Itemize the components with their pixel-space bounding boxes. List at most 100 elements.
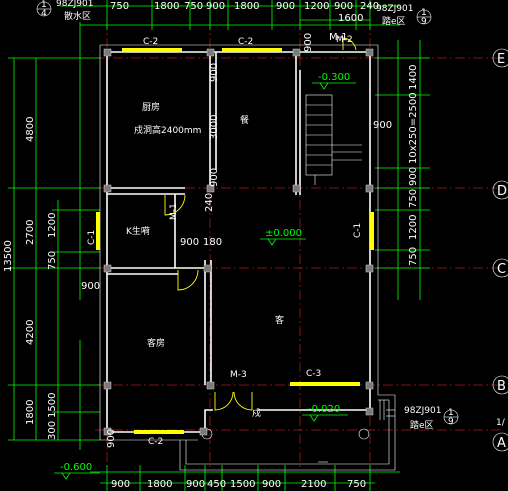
- svg-text:900: 900: [180, 237, 199, 248]
- level-entry: -0.020: [308, 404, 340, 415]
- window-label-c2-dining: C-2: [238, 37, 253, 47]
- left-dimension-texts: 4800 2700 4200 1800 13500 1200 750 1500 …: [3, 117, 58, 440]
- svg-text:1200: 1200: [304, 1, 329, 12]
- svg-text:900: 900: [186, 479, 205, 490]
- window-label-c2-bottom: C-2: [148, 437, 163, 447]
- window-label-c1-right: C-1: [353, 223, 363, 238]
- svg-text:900: 900: [111, 479, 130, 490]
- svg-text:900: 900: [81, 281, 100, 292]
- stair: [305, 94, 362, 185]
- svg-text:13500: 13500: [3, 240, 14, 272]
- svg-text:98ZJ901: 98ZJ901: [404, 406, 441, 416]
- svg-text:10x250=2500: 10x250=2500: [408, 92, 419, 164]
- detail-ref-top-left: 1 4 98ZJ901 散水区: [36, 0, 93, 22]
- svg-text:750: 750: [347, 479, 366, 490]
- svg-text:900: 900: [206, 1, 225, 12]
- axis-label-e: E: [497, 52, 505, 67]
- axis-label-a: A: [497, 436, 506, 451]
- right-dimension-texts: 1400 10x250=2500 900 750 1200 750: [408, 65, 419, 266]
- room-kitchen: 厨房: [142, 101, 160, 113]
- door-label-m3: M-3: [230, 370, 247, 380]
- entrance-terrace: [179, 394, 396, 471]
- axis-partial-label: 1/: [496, 418, 506, 428]
- room-bedroom: 客房: [147, 337, 165, 349]
- level-outdoor: -0.600: [60, 462, 92, 473]
- svg-text:9: 9: [448, 417, 454, 427]
- misc-dimension-texts: 900 3000 900 900 900 240 900 180 900 900…: [81, 32, 392, 448]
- svg-text:1800: 1800: [234, 1, 259, 12]
- bottom-dimension-texts: 900 1800 900 450 1500 900 2100 750: [111, 479, 366, 490]
- svg-text:750: 750: [408, 189, 419, 208]
- door-label-m1: M-1: [169, 203, 179, 220]
- svg-text:散水区: 散水区: [64, 10, 91, 22]
- windows: [96, 48, 374, 434]
- svg-text:300: 300: [47, 421, 58, 440]
- svg-text:3000: 3000: [209, 115, 220, 140]
- svg-text:900: 900: [334, 1, 353, 12]
- svg-text:2700: 2700: [25, 220, 36, 245]
- room-entry: 戍: [252, 407, 261, 419]
- svg-text:900: 900: [209, 63, 220, 82]
- svg-text:4800: 4800: [25, 117, 36, 142]
- detail-ref-top-right: 1 9 98ZJ901 踏e区: [376, 4, 432, 27]
- door-labels: M-2 M-1 M-3: [169, 35, 353, 380]
- top-dimension-texts: 750 1800 750 900 1800 900 1200 900 240 1…: [110, 1, 379, 24]
- svg-text:1200: 1200: [47, 213, 58, 238]
- svg-text:9: 9: [421, 17, 427, 27]
- svg-text:750: 750: [110, 1, 129, 12]
- svg-text:1600: 1600: [338, 13, 363, 24]
- svg-text:240: 240: [360, 1, 379, 12]
- svg-text:1800: 1800: [25, 400, 36, 425]
- svg-text:98ZJ901: 98ZJ901: [376, 4, 413, 14]
- doors: [164, 37, 357, 411]
- svg-text:900: 900: [276, 1, 295, 12]
- grid-axis-lines: [95, 20, 500, 470]
- room-living: 客: [275, 314, 284, 326]
- svg-text:98ZJ901: 98ZJ901: [56, 0, 93, 9]
- level-marks: -0.300 ±0.000 -0.020 -0.600: [54, 72, 356, 480]
- svg-text:踏e区: 踏e区: [382, 15, 406, 27]
- detail-ref-bottom-right: 1 9 98ZJ901 踏e区: [404, 406, 459, 431]
- svg-text:1200: 1200: [408, 215, 419, 240]
- level-main: ±0.000: [265, 228, 302, 239]
- svg-text:900: 900: [373, 120, 392, 131]
- svg-text:450: 450: [207, 479, 226, 490]
- window-label-c3: C-3: [306, 369, 321, 379]
- svg-text:900: 900: [262, 479, 281, 490]
- axis-label-c: C: [497, 262, 506, 277]
- svg-text:M-1: M-1: [329, 32, 348, 43]
- room-kitchen-note: 戍洞高2400mm: [134, 124, 201, 136]
- svg-text:750: 750: [184, 1, 203, 12]
- svg-text:1500: 1500: [47, 393, 58, 418]
- svg-text:240: 240: [204, 193, 215, 212]
- svg-text:750: 750: [408, 247, 419, 266]
- svg-text:1400: 1400: [408, 65, 419, 90]
- svg-text:900: 900: [408, 167, 419, 186]
- dimension-lines: [8, 0, 430, 491]
- room-bathroom: K生嗬: [126, 225, 150, 237]
- svg-text:180: 180: [203, 237, 222, 248]
- svg-text:900: 900: [106, 429, 117, 448]
- svg-text:750: 750: [47, 251, 58, 270]
- svg-text:1800: 1800: [147, 479, 172, 490]
- svg-text:1800: 1800: [154, 1, 179, 12]
- svg-text:1: 1: [421, 8, 427, 18]
- svg-text:4: 4: [41, 9, 47, 19]
- svg-text:踏e区: 踏e区: [410, 419, 434, 431]
- window-label-c1-left: C-1: [87, 230, 97, 245]
- room-dining: 餐: [240, 114, 249, 126]
- svg-text:1: 1: [448, 408, 454, 418]
- svg-text:2100: 2100: [301, 479, 326, 490]
- window-labels: C-2 C-2 C-1 C-1 C-3 C-2: [87, 37, 363, 447]
- level-stair: -0.300: [318, 72, 350, 83]
- axis-label-b: B: [497, 379, 506, 394]
- svg-text:4200: 4200: [25, 320, 36, 345]
- room-labels: 厨房 戍洞高2400mm 餐 K生嗬 客 客房 戍: [126, 101, 284, 419]
- svg-text:900: 900: [209, 168, 220, 187]
- svg-text:1500: 1500: [230, 479, 255, 490]
- svg-text:900: 900: [303, 33, 314, 52]
- columns: [103, 48, 374, 436]
- svg-text:1: 1: [41, 0, 47, 10]
- axis-bubbles: E D C B 1/ A: [492, 48, 508, 452]
